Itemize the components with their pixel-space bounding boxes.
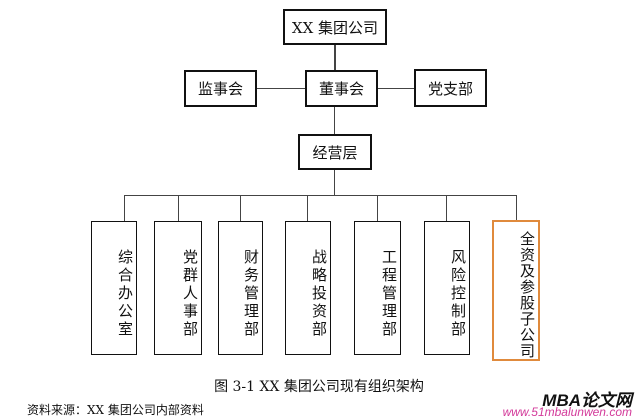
node-supervisory-board: 监事会 xyxy=(184,70,257,107)
connector xyxy=(307,195,308,221)
connector xyxy=(257,88,305,89)
dept-box: 财务管理部 xyxy=(218,221,263,355)
connector xyxy=(377,195,378,221)
dept-box: 综合办公室 xyxy=(91,221,137,355)
connector xyxy=(240,195,241,221)
dept-box: 风险控制部 xyxy=(424,221,470,355)
source-note: 资料来源：XX 集团公司内部资料 xyxy=(27,403,204,417)
connector xyxy=(178,195,179,221)
node-board-of-directors: 董事会 xyxy=(305,70,378,107)
dept-box: 党群人事部 xyxy=(154,221,202,355)
connector xyxy=(378,88,414,89)
watermark-url: www.51mbalunwen.com xyxy=(502,405,632,419)
dept-box: 工程管理部 xyxy=(354,221,401,355)
node-party-branch: 党支部 xyxy=(414,69,487,107)
watermark-title: MBA论文网 xyxy=(542,391,632,410)
connector xyxy=(124,195,125,221)
bus-line xyxy=(124,195,516,196)
node-management: 经营层 xyxy=(298,134,372,170)
connector xyxy=(446,195,447,221)
connector xyxy=(334,170,335,195)
node-group-company: XX 集团公司 xyxy=(283,9,387,45)
connector xyxy=(516,195,517,221)
dept-box: 战略投资部 xyxy=(285,221,331,355)
dept-box-subsidiaries: 全资及参股子公司 xyxy=(492,220,540,361)
connector xyxy=(334,44,336,71)
figure-caption: 图 3-1 XX 集团公司现有组织架构 xyxy=(214,379,424,395)
connector xyxy=(334,106,335,134)
